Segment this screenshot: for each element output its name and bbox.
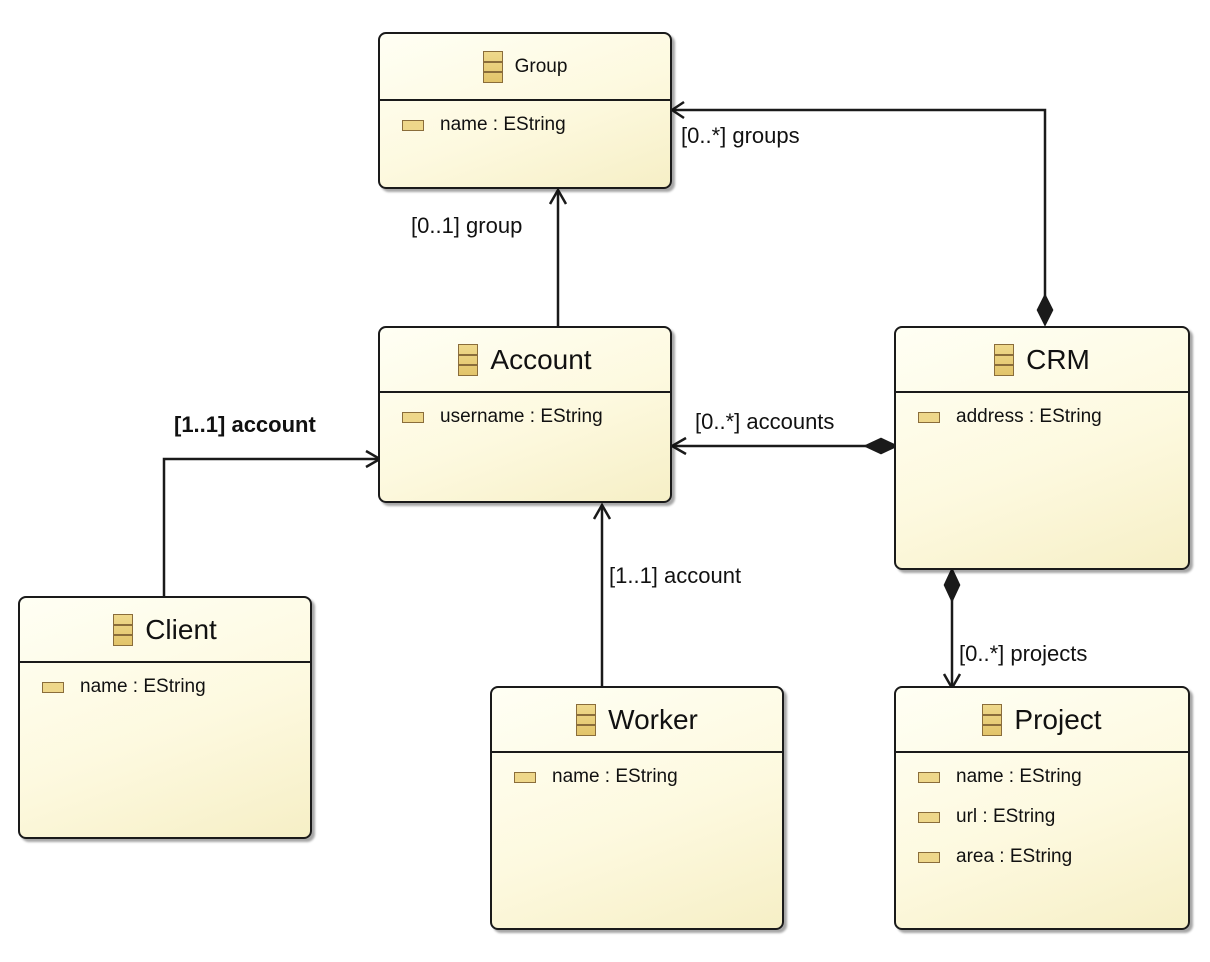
class-account-header: Account xyxy=(380,328,670,393)
class-project-header: Project xyxy=(896,688,1188,753)
attribute-label: url : EString xyxy=(956,806,1056,827)
eattribute-icon xyxy=(514,771,536,783)
eattribute-icon xyxy=(918,851,940,863)
label-groups: [0..*] groups xyxy=(681,123,800,148)
class-group-name: Group xyxy=(514,55,568,77)
eclass-icon xyxy=(576,703,597,736)
eattribute-icon xyxy=(42,681,64,693)
class-group-header: Group xyxy=(380,34,670,101)
eattribute-icon xyxy=(402,119,424,131)
label-client-account: [1..1] account xyxy=(174,412,316,437)
class-account-name: Account xyxy=(490,343,592,375)
label-worker-account: [1..1] account xyxy=(609,563,742,588)
label-projects: [0..*] projects xyxy=(959,641,1088,666)
attribute-row[interactable]: name : EString xyxy=(42,667,310,707)
edge-client-account[interactable] xyxy=(162,449,383,596)
class-worker-name: Worker xyxy=(608,703,698,735)
class-crm-header: CRM xyxy=(896,328,1188,393)
eattribute-icon xyxy=(918,771,940,783)
eclass-icon xyxy=(458,343,479,376)
attribute-row[interactable]: address : EString xyxy=(918,397,1188,437)
attribute-label: name : EString xyxy=(440,114,566,135)
attribute-row[interactable]: username : EString xyxy=(402,397,670,437)
eclass-icon xyxy=(994,343,1015,376)
class-project[interactable]: Project name : EString url : EString are… xyxy=(894,686,1190,930)
attribute-label: name : EString xyxy=(956,766,1082,787)
edge-projects[interactable] xyxy=(942,567,962,691)
attribute-label: username : EString xyxy=(440,406,603,427)
class-worker[interactable]: Worker name : EString xyxy=(490,686,784,930)
eclass-icon xyxy=(482,50,503,83)
class-worker-header: Worker xyxy=(492,688,782,753)
class-client-name: Client xyxy=(145,613,217,645)
eattribute-icon xyxy=(918,811,940,823)
edge-group[interactable] xyxy=(548,187,568,326)
attribute-label: area : EString xyxy=(956,846,1073,867)
label-group: [0..1] group xyxy=(411,213,523,238)
class-group[interactable]: Group name : EString xyxy=(378,32,672,189)
eclass-icon xyxy=(982,703,1003,736)
attribute-label: name : EString xyxy=(552,766,678,787)
attribute-label: name : EString xyxy=(80,676,206,697)
attribute-label: address : EString xyxy=(956,406,1102,427)
class-crm-name: CRM xyxy=(1026,343,1090,375)
edge-groups[interactable] xyxy=(669,100,1054,327)
class-client[interactable]: Client name : EString xyxy=(18,596,312,839)
attribute-row[interactable]: name : EString xyxy=(402,105,670,145)
eclass-icon xyxy=(113,613,134,646)
eattribute-icon xyxy=(918,411,940,423)
class-account[interactable]: Account username : EString xyxy=(378,326,672,503)
label-accounts: [0..*] accounts xyxy=(695,409,835,434)
class-client-header: Client xyxy=(20,598,310,663)
class-crm[interactable]: CRM address : EString xyxy=(894,326,1190,570)
attribute-row[interactable]: name : EString xyxy=(514,757,782,797)
attribute-row[interactable]: name : EString xyxy=(918,757,1188,797)
edge-accounts[interactable] xyxy=(669,436,899,456)
attribute-row[interactable]: area : EString xyxy=(918,837,1188,877)
attribute-row[interactable]: url : EString xyxy=(918,797,1188,837)
class-project-name: Project xyxy=(1014,703,1102,735)
eattribute-icon xyxy=(402,411,424,423)
edge-worker-account[interactable] xyxy=(592,502,612,686)
